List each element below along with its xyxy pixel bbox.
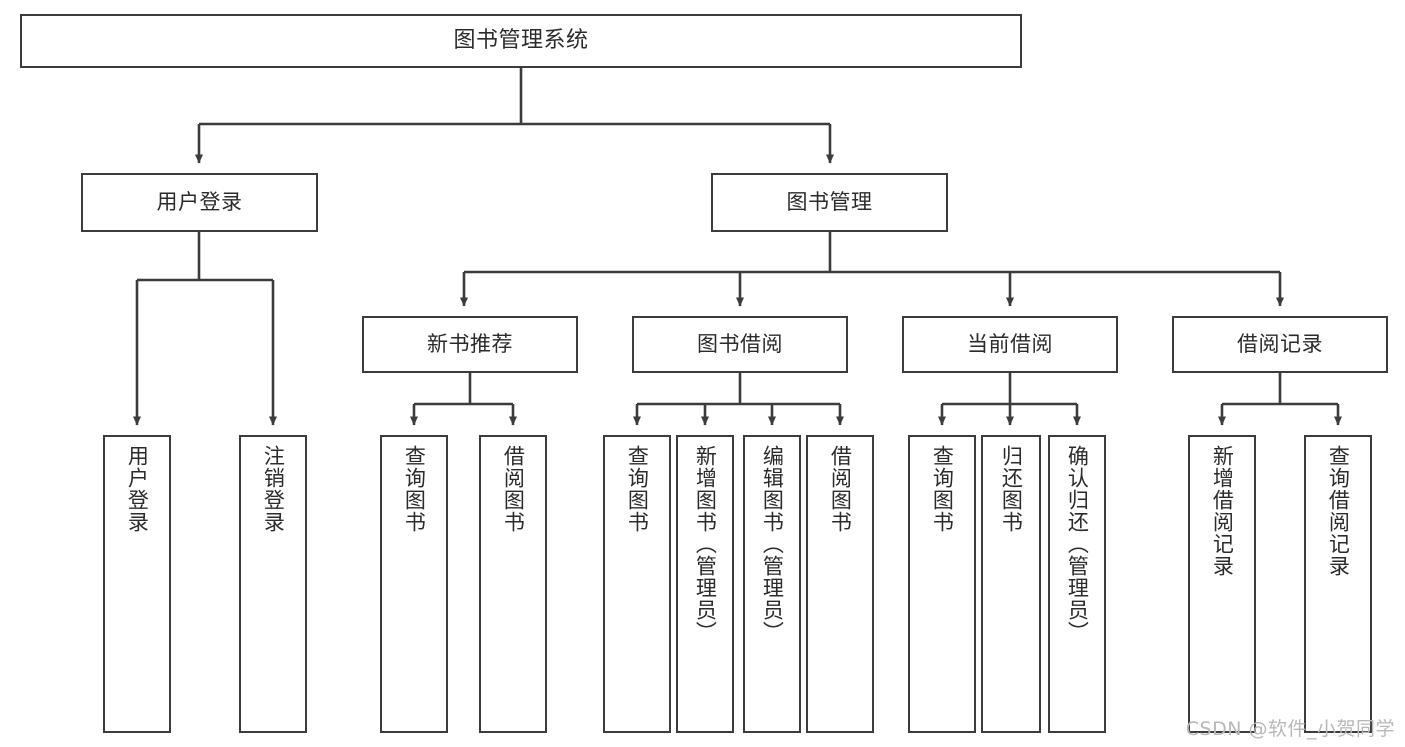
leaf-borrow-borrow-book[interactable]: 借阅图书 [806, 435, 874, 733]
node-user-login[interactable]: 用户登录 [81, 173, 318, 232]
leaf-label: 用户登录 [125, 445, 150, 533]
leaf-current-query-book[interactable]: 查询图书 [908, 435, 976, 733]
leaf-label: 查询图书 [402, 445, 427, 533]
leaf-label: 查询借阅记录 [1326, 445, 1351, 577]
node-book-borrow[interactable]: 图书借阅 [632, 316, 848, 373]
leaf-label: 查询图书 [625, 445, 650, 533]
node-borrow-record[interactable]: 借阅记录 [1172, 316, 1388, 373]
leaf-label: 借阅图书 [501, 445, 526, 533]
node-book-management-label: 图书管理 [786, 189, 873, 214]
leaf-recommend-query-book[interactable]: 查询图书 [380, 435, 448, 733]
leaf-current-confirm-return-admin[interactable]: 确认归还（管理员） [1048, 435, 1106, 733]
leaf-label: 编辑图书（管理员） [760, 445, 785, 643]
leaf-label: 新增图书（管理员） [693, 445, 718, 643]
node-root-system[interactable]: 图书管理系统 [20, 14, 1022, 68]
node-user-login-label: 用户登录 [156, 189, 243, 214]
leaf-label: 查询图书 [930, 445, 955, 533]
node-book-borrow-label: 图书借阅 [697, 331, 783, 356]
node-new-book-recommend[interactable]: 新书推荐 [362, 316, 578, 373]
leaf-record-query-record[interactable]: 查询借阅记录 [1304, 435, 1372, 733]
node-book-management[interactable]: 图书管理 [711, 173, 948, 232]
leaf-borrow-edit-book-admin[interactable]: 编辑图书（管理员） [743, 435, 801, 733]
leaf-label: 注销登录 [261, 445, 286, 533]
leaf-label: 确认归还（管理员） [1065, 445, 1090, 643]
leaf-borrow-add-book-admin[interactable]: 新增图书（管理员） [676, 435, 734, 733]
node-borrow-record-label: 借阅记录 [1237, 331, 1323, 356]
leaf-user-login-signin[interactable]: 用户登录 [103, 435, 171, 733]
node-current-borrow-label: 当前借阅 [967, 331, 1053, 356]
csdn-watermark: CSDN @软件_小贺同学 [1185, 718, 1395, 740]
node-new-book-recommend-label: 新书推荐 [427, 331, 513, 356]
leaf-recommend-borrow-book[interactable]: 借阅图书 [479, 435, 547, 733]
node-root-label: 图书管理系统 [453, 27, 589, 53]
leaf-borrow-query-book[interactable]: 查询图书 [603, 435, 671, 733]
leaf-label: 借阅图书 [828, 445, 853, 533]
leaf-user-login-signout[interactable]: 注销登录 [239, 435, 307, 733]
node-current-borrow[interactable]: 当前借阅 [902, 316, 1118, 373]
leaf-label: 新增借阅记录 [1210, 445, 1235, 577]
leaf-label: 归还图书 [999, 445, 1024, 533]
leaf-record-add-record[interactable]: 新增借阅记录 [1188, 435, 1256, 733]
leaf-current-return-book[interactable]: 归还图书 [981, 435, 1041, 733]
